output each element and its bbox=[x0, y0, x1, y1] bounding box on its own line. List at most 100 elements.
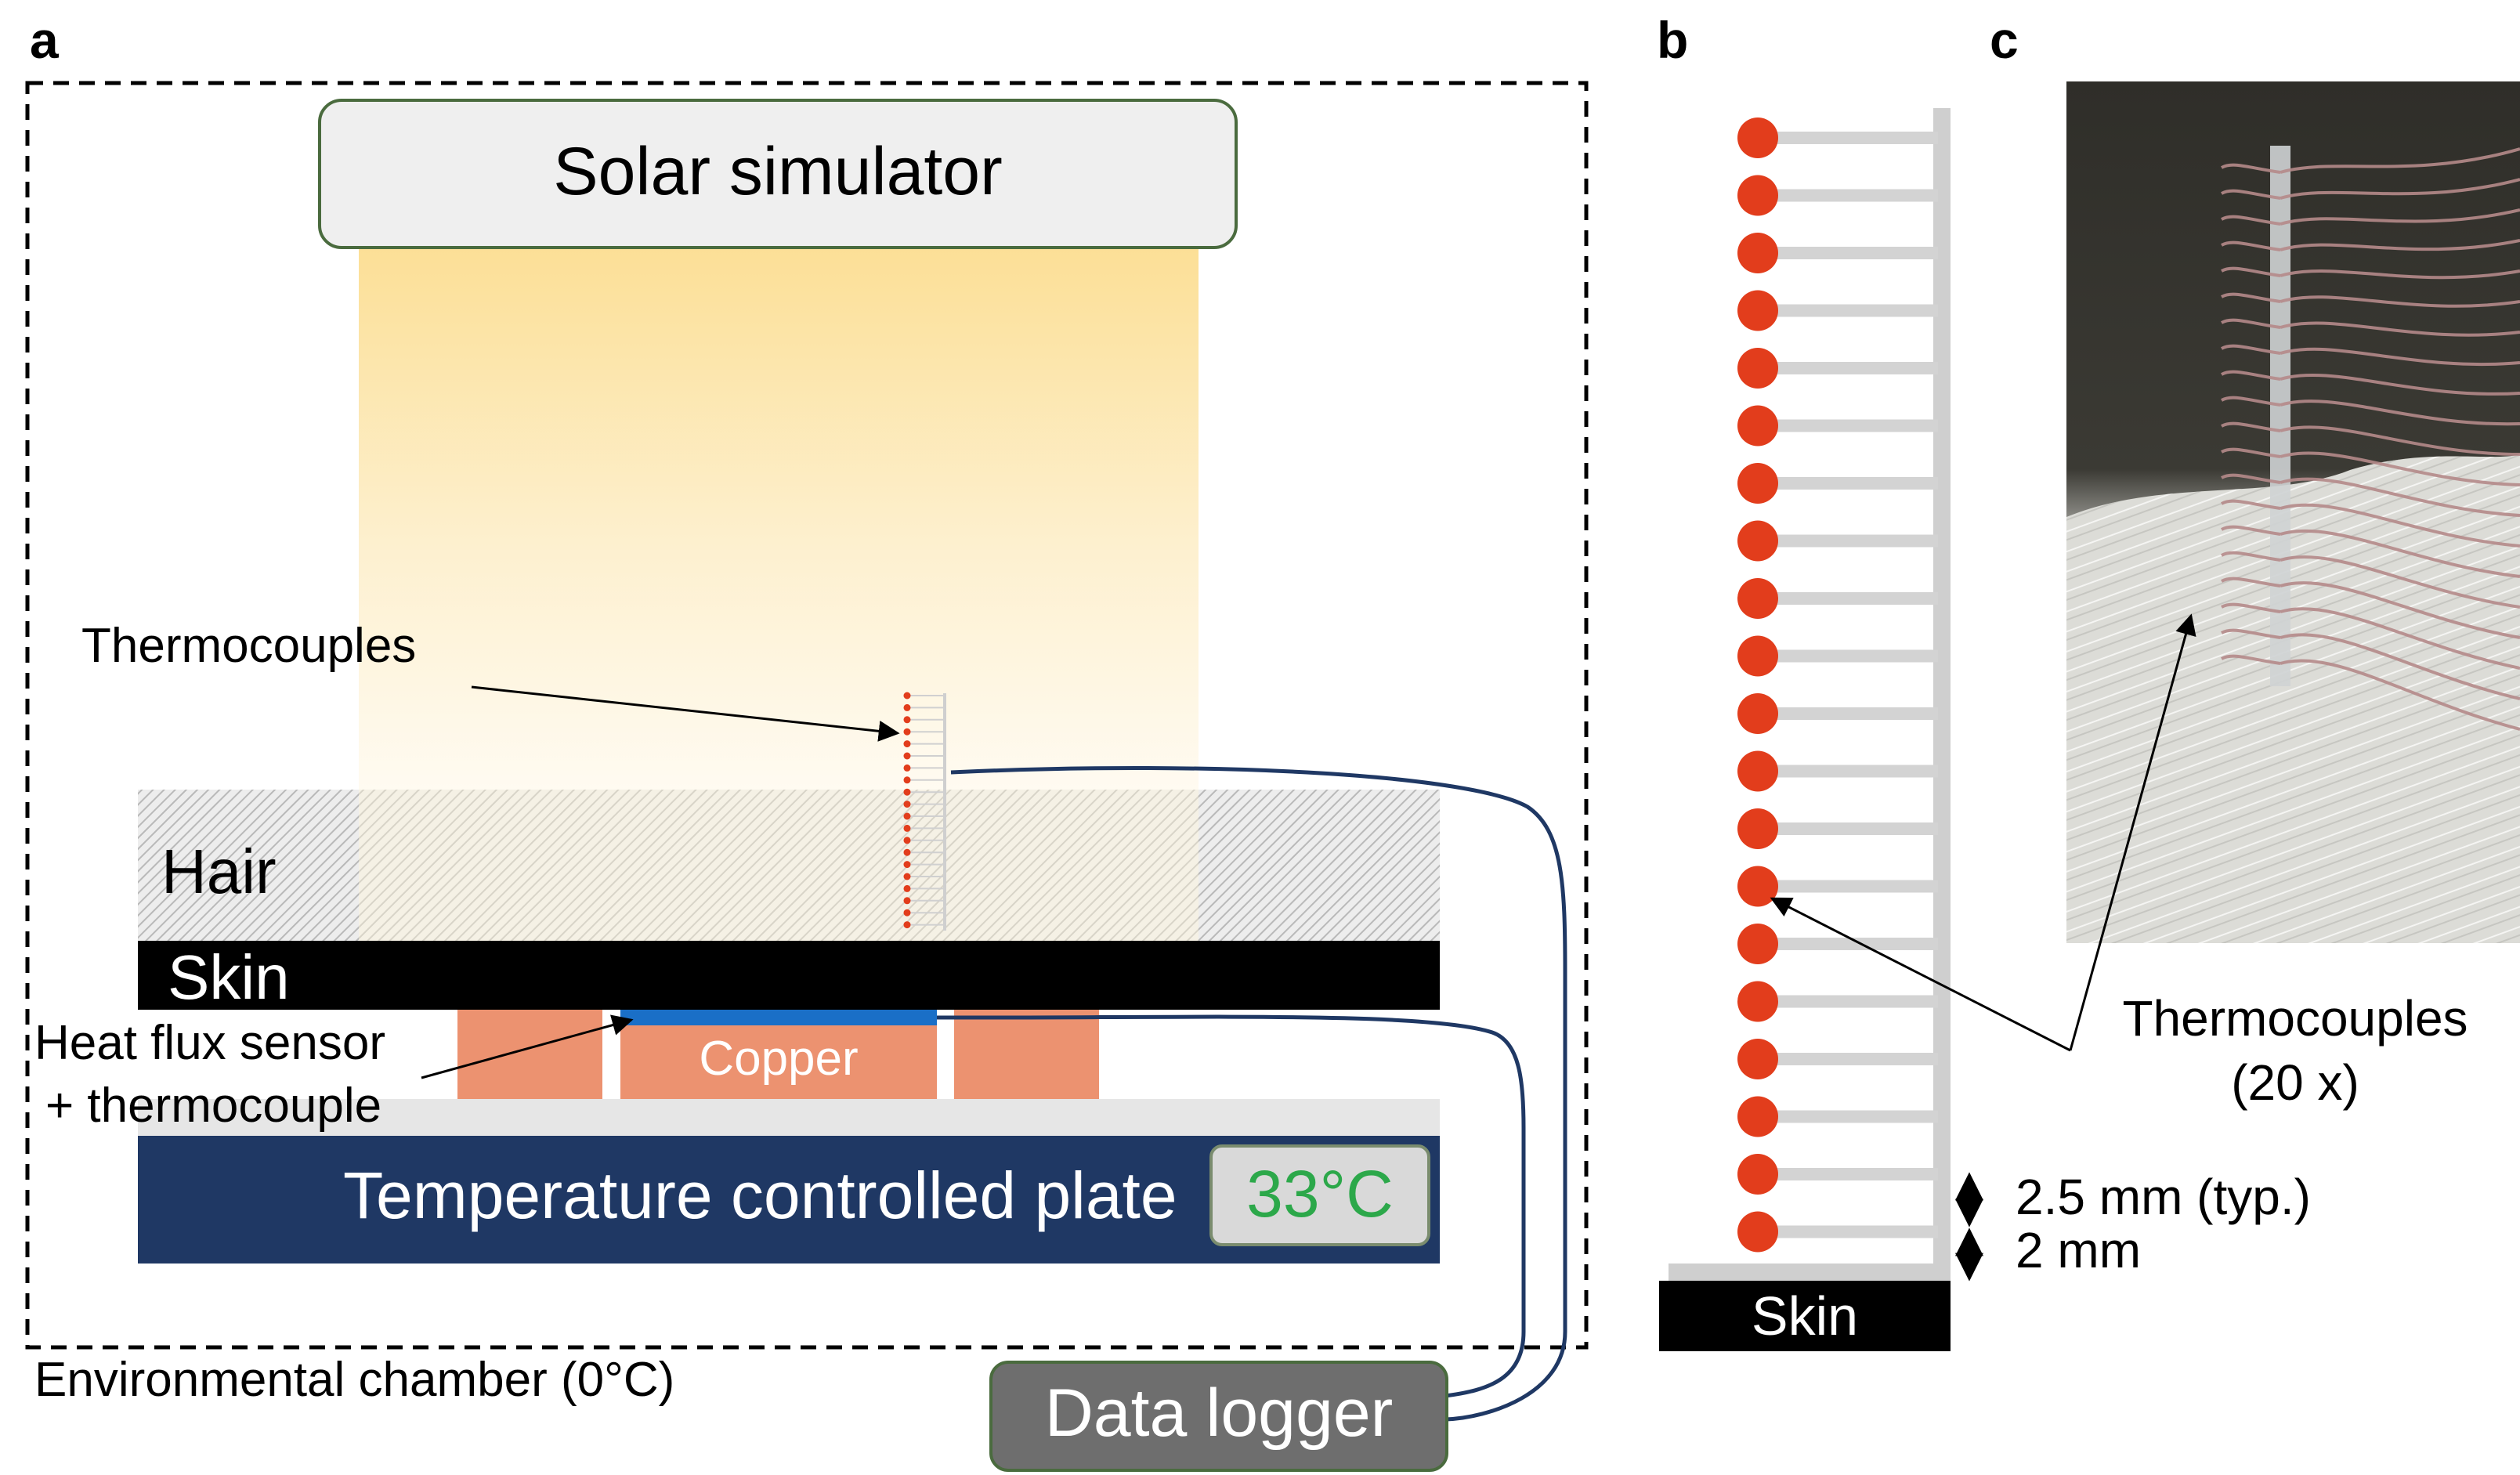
mini-thermocouple-dot bbox=[903, 873, 911, 880]
thermocouple-dot bbox=[1737, 290, 1778, 331]
thermocouple-arm bbox=[1758, 247, 1938, 259]
thermocouple-photo bbox=[2066, 81, 2520, 943]
thermocouple-arm bbox=[1758, 822, 1938, 835]
panel-b: b Skin 2.5 mm (typ.) 2 mm Thermocouples … bbox=[1657, 11, 2468, 1351]
photo-wire bbox=[2280, 581, 2520, 639]
photo-wire-tip bbox=[2221, 447, 2281, 458]
thermocouple-dot bbox=[1737, 348, 1778, 389]
spacing-bottom-label: 2 mm bbox=[2016, 1222, 2141, 1278]
thermocouples-20x-line2: (20 x) bbox=[2231, 1054, 2359, 1111]
thermocouple-dot bbox=[1737, 520, 1778, 562]
photo-wire bbox=[2280, 503, 2520, 548]
heat-flux-arrow bbox=[421, 1014, 634, 1079]
thermocouple-arm bbox=[1758, 592, 1938, 605]
copper-label: Copper bbox=[699, 1032, 858, 1086]
mini-thermocouple-dot bbox=[903, 703, 911, 711]
solar-simulator-box bbox=[318, 99, 1238, 249]
photo-wire bbox=[2280, 208, 2520, 226]
photo-wire-tip bbox=[2221, 499, 2281, 510]
mini-thermocouple-dot bbox=[903, 801, 911, 808]
photo-wire bbox=[2280, 321, 2520, 337]
thermocouple-dot bbox=[1737, 117, 1778, 158]
photo-wire bbox=[2280, 269, 2520, 280]
mini-thermocouple-dot bbox=[903, 740, 911, 748]
thermocouple-arm bbox=[1758, 534, 1938, 548]
photo-wire-tip bbox=[2221, 370, 2281, 381]
photo-wire-tip bbox=[2221, 577, 2281, 587]
thermocouple-arm bbox=[1758, 1053, 1938, 1065]
photo-wire-tip bbox=[2221, 628, 2281, 639]
thermocouples-arrow bbox=[471, 685, 900, 742]
thermocouple-arm bbox=[1758, 995, 1938, 1008]
photo-wire bbox=[2280, 633, 2520, 700]
thermocouple-dot bbox=[1737, 924, 1778, 964]
thermocouple-dot bbox=[1737, 693, 1778, 734]
photo-wire-tip bbox=[2221, 163, 2281, 174]
photo-wire-tip bbox=[2221, 189, 2281, 200]
skin-block bbox=[1659, 1281, 1951, 1351]
thermocouple-dot bbox=[1737, 635, 1778, 677]
photo-wire bbox=[2280, 178, 2520, 200]
thermocouple-dot bbox=[1737, 981, 1778, 1022]
skin-layer bbox=[138, 941, 1440, 1010]
mini-thermocouple-dot bbox=[903, 824, 911, 832]
thermocouple-arm bbox=[1758, 362, 1938, 374]
plate-temp-value: 33°C bbox=[1246, 1157, 1394, 1231]
thermocouples-20x-line1: Thermocouples bbox=[2122, 990, 2468, 1047]
photo-wire-tip bbox=[2221, 473, 2281, 484]
photo-wire bbox=[2280, 555, 2520, 609]
plate-temp-box bbox=[1209, 1144, 1430, 1246]
mini-thermocouple-dot bbox=[903, 764, 911, 772]
mini-thermocouple-dot bbox=[903, 897, 911, 905]
photo-wire-tip bbox=[2221, 240, 2281, 251]
thermocouple-dot bbox=[1737, 1154, 1778, 1195]
thermocouple-arm bbox=[1758, 880, 1938, 893]
photo-wire bbox=[2280, 373, 2520, 396]
thermocouples-label: Thermocouples bbox=[81, 619, 416, 673]
panel-c-letter: c bbox=[1990, 11, 2019, 69]
photo-wire bbox=[2280, 147, 2520, 174]
thermocouple-dot bbox=[1737, 750, 1778, 792]
mini-thermocouple-dot bbox=[903, 752, 911, 760]
photo-wire-tip bbox=[2221, 266, 2281, 277]
mini-thermocouple-dot bbox=[903, 812, 911, 820]
thermocouple-dot bbox=[1737, 463, 1778, 504]
light-beam bbox=[359, 246, 1199, 794]
photo-wire-tip bbox=[2221, 525, 2281, 536]
thermocouple-dot bbox=[1737, 175, 1778, 216]
mini-thermocouple-dot bbox=[903, 788, 911, 796]
mini-thermocouple-dot bbox=[903, 848, 911, 856]
panel-a-letter: a bbox=[30, 11, 60, 69]
photo-wire bbox=[2280, 607, 2520, 670]
photo-wire bbox=[2280, 347, 2520, 367]
solar-simulator-label: Solar simulator bbox=[553, 134, 1003, 209]
photo-wire-tip bbox=[2221, 654, 2281, 665]
photo-wire-tip bbox=[2221, 344, 2281, 355]
thermocouple-dot bbox=[1737, 808, 1778, 849]
panel-a: a Solar simulator Hair Skin Copper Tempe… bbox=[25, 11, 1589, 1472]
thermocouple-arm bbox=[1758, 419, 1938, 432]
thermocouples-arrow-to-c bbox=[2069, 613, 2196, 1051]
photo-wire bbox=[2280, 239, 2520, 251]
mini-thermocouple-dot bbox=[903, 692, 911, 700]
thermocouple-arm bbox=[1758, 1110, 1938, 1123]
mini-thermocouple-dot bbox=[903, 884, 911, 892]
copper-block-left bbox=[457, 1010, 602, 1099]
mini-thermocouple-dot bbox=[903, 728, 911, 736]
photo-wire-tip bbox=[2221, 396, 2281, 407]
thermocouple-arm bbox=[1758, 707, 1938, 720]
thermocouple-dot bbox=[1737, 1211, 1778, 1253]
heat-flux-label-line1: Heat flux sensor bbox=[34, 1016, 385, 1070]
photo-wire bbox=[2280, 425, 2520, 456]
mini-thermocouple-array bbox=[903, 692, 946, 931]
hair-beam-overlay bbox=[359, 790, 1199, 941]
thermocouple-dot bbox=[1737, 1039, 1778, 1079]
photo-wire-tip bbox=[2221, 215, 2281, 226]
hair-label: Hair bbox=[161, 837, 277, 906]
support-base bbox=[1669, 1264, 1951, 1281]
mini-thermocouple-dot bbox=[903, 837, 911, 844]
mini-thermocouple-dot bbox=[903, 776, 911, 784]
photo-wire bbox=[2280, 451, 2520, 486]
photo-wire-tip bbox=[2221, 551, 2281, 562]
data-logger-label: Data logger bbox=[1045, 1376, 1394, 1451]
